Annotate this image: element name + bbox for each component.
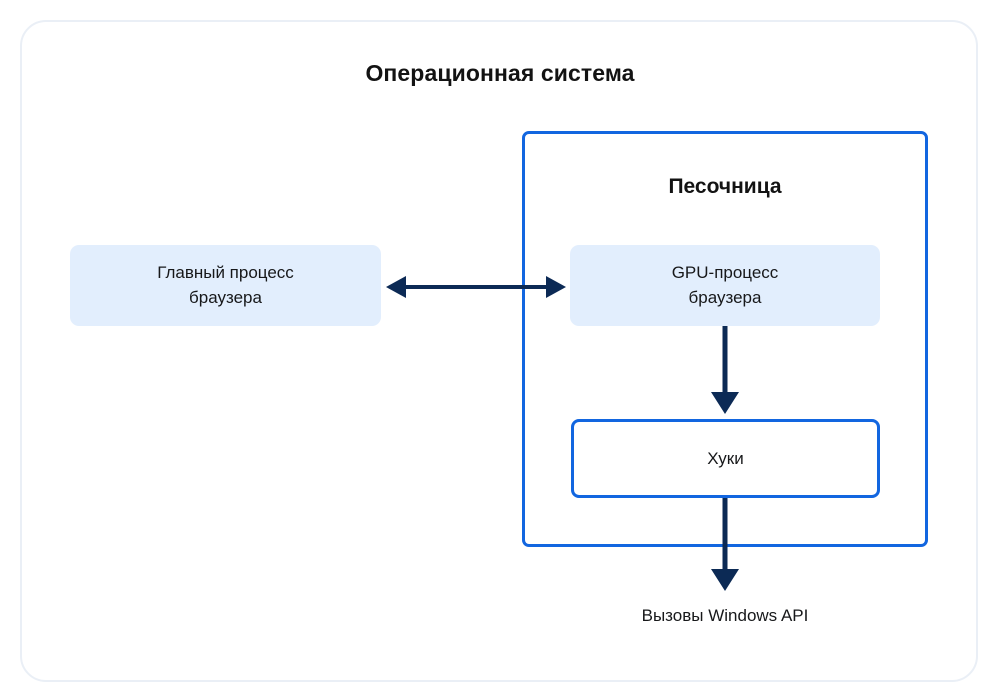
- node-gpu-process-label-line2: браузера: [688, 287, 762, 307]
- sandbox-title: Песочница: [668, 175, 782, 198]
- node-gpu-process-label: GPU-процесс браузера: [672, 261, 779, 310]
- windows-api-calls-label: Вызовы Windows API: [641, 606, 809, 625]
- node-gpu-process[interactable]: GPU-процесс браузера: [570, 245, 880, 326]
- node-main-process-label-line2: браузера: [189, 287, 262, 307]
- node-hooks[interactable]: Хуки: [571, 419, 880, 498]
- operating-system-title: Операционная система: [365, 60, 635, 86]
- node-hooks-label: Хуки: [707, 448, 744, 468]
- node-main-process-label: Главный процесс браузера: [157, 261, 294, 310]
- node-gpu-process-label-line1: GPU-процесс: [671, 262, 779, 282]
- operating-system-container: [20, 20, 978, 682]
- node-main-process-label-line1: Главный процесс: [157, 262, 294, 282]
- node-main-process[interactable]: Главный процесс браузера: [70, 245, 381, 326]
